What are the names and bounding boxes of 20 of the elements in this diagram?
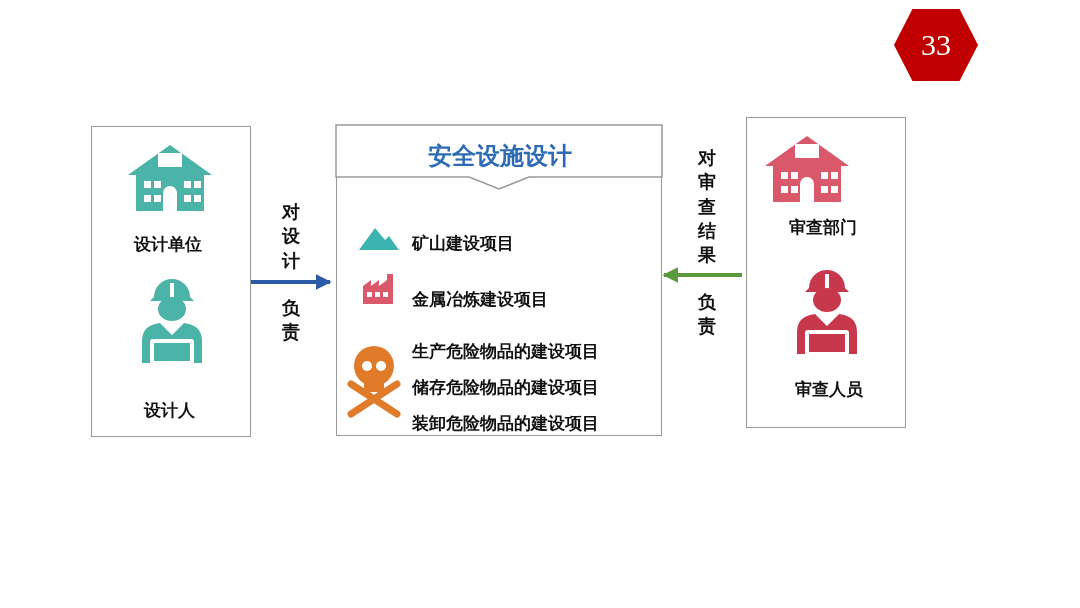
node-text: 金属冶炼建设项目	[412, 288, 548, 311]
node-text: 审查人员	[795, 378, 863, 401]
arrow	[251, 274, 332, 290]
note-text: 负责	[696, 290, 717, 339]
edge-label: 对审查结果	[696, 146, 717, 268]
node-text: 设计人	[144, 399, 195, 422]
edge-label: 对设计	[280, 200, 301, 273]
node-text: 生产危险物品的建设项目	[412, 340, 599, 363]
page-number: 33	[920, 27, 952, 63]
node-text: 设计单位	[134, 233, 202, 256]
heading: 安全设施设计	[427, 141, 573, 172]
node-text: 储存危险物品的建设项目	[412, 376, 599, 399]
node-text: 矿山建设项目	[412, 232, 514, 255]
panel-box	[746, 117, 906, 428]
panel-box	[336, 125, 662, 436]
node-text: 审查部门	[789, 216, 857, 239]
node-text: 装卸危险物品的建设项目	[412, 412, 599, 435]
panel-box	[91, 126, 251, 437]
note-text: 负责	[280, 296, 301, 345]
arrow	[662, 267, 742, 283]
